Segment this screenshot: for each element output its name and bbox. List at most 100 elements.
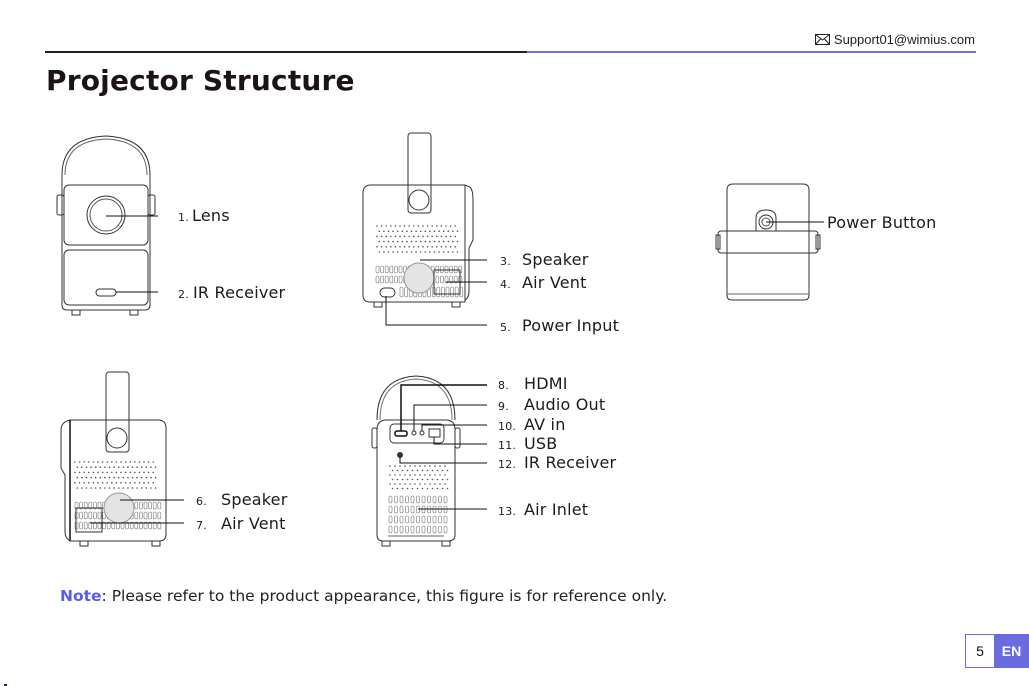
grille-dot [436,236,438,238]
callout-air-vent-right: 7.Air Vent [196,514,286,533]
grille-dot [437,488,439,490]
grille-dot [109,477,111,479]
grille-dot [404,474,406,476]
speaker-icon-right [104,493,134,523]
grille-dot [427,236,429,238]
grille-dot [150,487,152,489]
grille-dot [381,225,383,227]
grille-dot [397,479,399,481]
grille-dot [450,225,452,227]
vent-slot [158,502,161,509]
vent-slot [376,276,379,283]
usb-port-icon [429,429,440,437]
grille-dot [141,477,143,479]
grille-dot [83,472,85,474]
grille-dot [407,488,409,490]
grille-dot [408,225,410,227]
callout-ir-receiver-back: 12.IR Receiver [498,453,616,472]
grille-dot [389,474,391,476]
callout-number: 10. [498,420,524,433]
grille-dot [100,466,102,468]
grille-dot [376,225,378,227]
grille-dot [409,465,411,467]
grille-dot [441,236,443,238]
callout-label: Air Vent [522,273,587,292]
grille-dot [134,482,136,484]
grille-dot [399,465,401,467]
grille-dot [404,236,406,238]
grille-dot [438,241,440,243]
grille-dot [88,461,90,463]
grille-dot [388,230,390,232]
callout-label: Air Vent [221,514,286,533]
vent-slot [428,496,431,503]
vent-slot [428,516,431,523]
grille-dot [450,236,452,238]
vent-slot [394,266,397,273]
vent-slot [390,266,393,273]
grille-dot [134,472,136,474]
callout-ir-receiver: 2.IR Receiver [178,283,285,302]
grille-dot [427,479,429,481]
grille-dot [392,470,394,472]
grille-dot [402,251,404,253]
grille-dot [86,477,88,479]
callout-air-inlet: 13.Air Inlet [498,500,588,519]
vent-slot [444,496,447,503]
grille-dot [116,461,118,463]
vent-slot [389,516,392,523]
grille-dot [132,477,134,479]
grille-dot [106,461,108,463]
grille-dot [409,474,411,476]
grille-dot [152,482,154,484]
grille-dot [118,477,120,479]
vent-slot [406,526,409,533]
vent-slot [406,506,409,513]
grille-dot [111,482,113,484]
vent-slot [422,496,425,503]
grille-dot [448,251,450,253]
grille-dot [457,241,459,243]
grille-dot [123,466,125,468]
callout-label: Power Input [522,316,619,335]
vent-slot [411,496,414,503]
grille-dot [408,246,410,248]
grille-dot [399,236,401,238]
grille-dot [397,241,399,243]
callout-label: Lens [192,206,230,225]
vent-slot [135,512,138,519]
grille-dot [129,472,131,474]
grille-dot [407,479,409,481]
vent-slot [149,502,152,509]
grille-dot [136,487,138,489]
grille-dot [439,465,441,467]
grille-dot [143,482,145,484]
grille-dot [438,230,440,232]
grille-dot [452,230,454,232]
grille-dot [448,241,450,243]
callout-number: 13. [498,505,524,518]
vent-slot [406,496,409,503]
grille-dot [120,461,122,463]
grille-dot [385,246,387,248]
grille-dot [93,472,95,474]
vent-slot [385,276,388,283]
grille-dot [113,466,115,468]
grille-dot [397,470,399,472]
grille-dot [422,479,424,481]
vent-slot [406,516,409,523]
grille-dot [81,466,83,468]
vent-slot [144,512,147,519]
grille-dot [414,474,416,476]
language-tab: EN [994,634,1029,668]
grille-dot [417,488,419,490]
grille-dot [90,477,92,479]
grille-dot [429,483,431,485]
grille-dot [417,479,419,481]
grille-dot [412,470,414,472]
grille-dot [100,487,102,489]
grille-dot [111,472,113,474]
grille-dot [424,483,426,485]
grille-dot [420,241,422,243]
grille-dot [143,461,145,463]
